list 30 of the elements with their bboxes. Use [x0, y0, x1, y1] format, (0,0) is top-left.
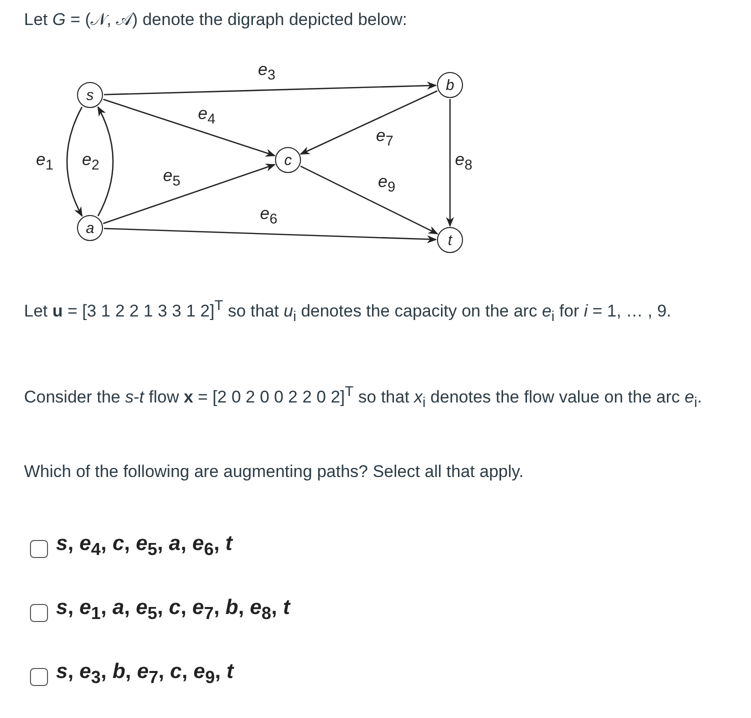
arrow	[104, 82, 437, 96]
vertex-circle: s	[77, 82, 103, 108]
arrow	[97, 106, 114, 216]
vertex-circle: b	[437, 72, 463, 98]
instruction-text: Which of the following are augmenting paths? Select all that apply.	[24, 461, 525, 483]
arrow	[103, 98, 276, 157]
arrow	[446, 99, 454, 227]
question-text: Consider the s-t flow x = [2 0 2 0 0 2 2 0 2]$^{T}$ so that x$_{i}$ denotes the flow value on the arc e$_{i}$.	[24, 383, 703, 414]
edge-label: e$_{2}$	[82, 150, 100, 174]
option-text: s, e$_{1}$, a, e$_{5}$, c, e$_{7}$, b, e$_{8}$, t	[56, 596, 290, 624]
edge-label: e$_{7}$	[376, 126, 394, 150]
question-text: Let G = (𝒩, 𝒜) denote the digraph depicted below:	[24, 9, 408, 31]
vertex-circle: t	[437, 227, 463, 253]
arrow	[104, 228, 437, 244]
vertex-circle: a	[77, 215, 103, 241]
edge-label: e$_{9}$	[378, 172, 396, 196]
edge-label: e$_{5}$	[163, 166, 180, 190]
edge-label: e$_{8}$	[455, 150, 472, 174]
arrow	[66, 106, 83, 217]
edge-label: e$_{1}$	[36, 150, 54, 174]
option-text: s, e$_{4}$, c, e$_{5}$, a, e$_{6}$, t	[56, 532, 232, 560]
arrow	[300, 166, 438, 234]
edge-label: e$_{3}$	[258, 60, 276, 84]
question-text: Let u = [3 1 2 2 1 3 3 1 2]$^{T}$ so that u$_{i}$ denotes the capacity on the arc e$_{i}$ for i = 1, … , 9.	[24, 297, 672, 328]
vertex-circle: c	[275, 147, 301, 173]
arrow	[103, 164, 276, 224]
option-text: s, e$_{3}$, b, e$_{7}$, c, e$_{9}$, t	[56, 660, 234, 688]
arrow	[300, 90, 438, 155]
edge-label: e$_{4}$	[198, 104, 216, 128]
edge-label: e$_{6}$	[260, 204, 278, 228]
